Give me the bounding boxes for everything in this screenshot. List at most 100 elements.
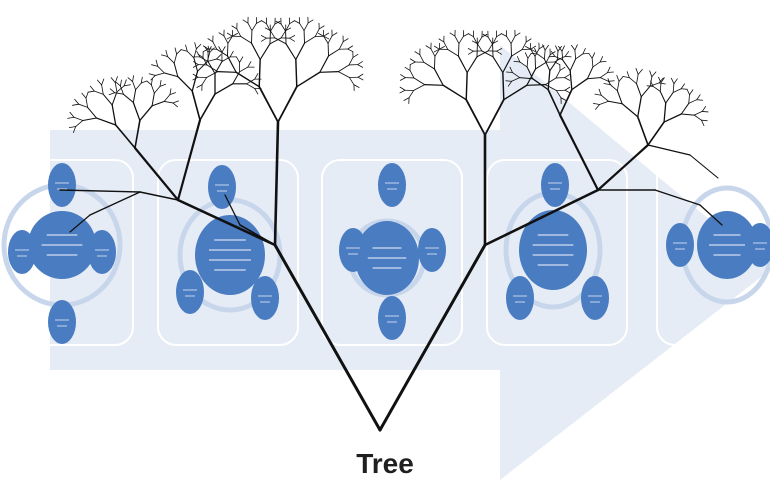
tree-branch	[226, 32, 233, 37]
tree-branch	[207, 38, 214, 43]
tree-branch	[547, 88, 561, 116]
tree-branch	[254, 73, 259, 80]
tree-branch	[599, 60, 607, 63]
satellite-node	[176, 270, 204, 314]
tree-branch	[564, 77, 571, 81]
tree-branch	[556, 55, 566, 61]
tree-branch	[269, 30, 276, 39]
tree-branch	[307, 19, 314, 24]
satellite-node	[378, 296, 406, 340]
tree-branch	[274, 20, 281, 25]
tree-branch	[172, 102, 178, 108]
tree-branch	[555, 70, 561, 79]
tree-branch	[637, 96, 642, 118]
tree-branch	[114, 82, 118, 93]
tree-branch	[159, 83, 167, 87]
tree-branch	[659, 90, 667, 104]
tree-branch	[67, 116, 75, 119]
tree-branch	[672, 88, 682, 93]
tree-branch	[167, 56, 175, 64]
tree-branch	[649, 70, 653, 78]
tree-branch	[672, 83, 675, 93]
tree-branch	[102, 93, 113, 106]
tree-branch	[101, 78, 105, 86]
tree-branch	[218, 46, 223, 53]
tree-branch	[561, 50, 564, 61]
tree-branch	[534, 48, 540, 57]
tree-branch	[204, 46, 209, 53]
tree-branch	[594, 93, 602, 96]
tree-branch	[626, 71, 630, 79]
tree-branch	[699, 204, 723, 226]
tree-branch	[616, 80, 620, 92]
tree-branch	[501, 33, 507, 37]
tree-branch	[89, 85, 95, 92]
tree-branch	[524, 52, 529, 59]
tree-branch	[191, 70, 199, 92]
tree-branch	[409, 58, 416, 63]
tree-branch	[108, 92, 116, 96]
tree-branch	[132, 75, 135, 82]
tree-branch	[564, 89, 571, 94]
tree-branch	[176, 49, 182, 55]
tree-branch	[223, 35, 229, 44]
tree-branch	[654, 189, 701, 206]
tree-branch	[409, 61, 416, 66]
tree-branch	[521, 41, 527, 50]
tree-branch	[69, 214, 91, 233]
center-node	[519, 210, 587, 290]
tree-branch	[600, 94, 609, 102]
tree-branch	[663, 102, 667, 123]
tree-branch	[569, 70, 573, 91]
tree-branch	[357, 64, 364, 68]
tree-branch	[111, 104, 117, 126]
tree-branch	[658, 76, 662, 83]
tree-branch	[132, 101, 141, 122]
tree-branch	[353, 84, 360, 88]
tree-branch	[560, 97, 567, 101]
tree-branch	[207, 46, 212, 53]
tree-branch	[628, 77, 637, 85]
tree-branch	[209, 47, 215, 53]
tree-branch	[438, 38, 445, 43]
tree-branch	[246, 78, 256, 85]
tree-branch	[202, 45, 209, 50]
tree-branch	[151, 100, 165, 107]
tree-branch	[466, 56, 478, 74]
tree-branch	[173, 62, 179, 78]
tree-branch	[73, 126, 77, 133]
tree-branch	[586, 77, 601, 80]
tree-branch	[443, 41, 449, 50]
tree-branch	[227, 35, 233, 44]
satellite-node	[339, 228, 367, 272]
tree-branch	[487, 36, 493, 45]
tree-branch	[673, 78, 678, 85]
tree-branch	[68, 126, 77, 129]
tree-branch	[173, 53, 178, 64]
tree-branch	[558, 45, 563, 52]
tree-branch	[218, 32, 225, 37]
tree-branch	[544, 44, 549, 51]
tree-branch	[109, 88, 116, 94]
tree-branch	[275, 20, 282, 25]
tree-branch	[134, 119, 141, 149]
tree-branch	[496, 33, 502, 38]
satellite-node	[378, 163, 406, 207]
tree-branch	[609, 84, 618, 92]
tree-branch	[261, 20, 267, 25]
tree-branch	[199, 56, 209, 63]
tree-branch	[274, 37, 287, 45]
tree-branch	[564, 86, 571, 91]
tree-branch	[530, 48, 536, 57]
tree-branch	[101, 84, 104, 95]
tree-branch	[433, 45, 440, 50]
tree-branch	[151, 64, 159, 67]
tree-branch	[258, 85, 279, 123]
tree-branch	[530, 45, 537, 50]
tree-branch	[467, 48, 474, 52]
tree-branch	[231, 25, 238, 30]
tree-branch	[140, 76, 143, 84]
tree-branch	[404, 66, 411, 71]
tree-branch	[544, 77, 557, 86]
tree-branch	[564, 55, 572, 58]
